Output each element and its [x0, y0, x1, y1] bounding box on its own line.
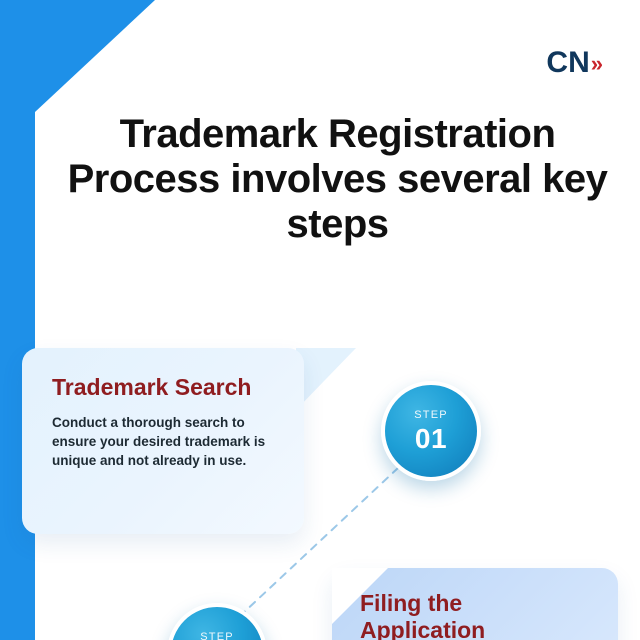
step-badge-1-label: STEP [414, 408, 448, 421]
step-card-2-title: Filing the Application [360, 590, 486, 640]
step-card-1-body: Conduct a thorough search to ensure your… [52, 415, 266, 469]
step-card-2: Filing the Application [332, 568, 618, 640]
step-badge-1: STEP 01 [381, 381, 481, 481]
left-blue-edge [0, 0, 35, 640]
step-card-1: Trademark Search Conduct a thorough sear… [22, 348, 304, 534]
brand-logo-text: CN [546, 46, 590, 79]
brand-logo: CN » [546, 46, 603, 79]
page-title: Trademark Registration Process involves … [67, 112, 608, 246]
step-badge-2-label: STEP [200, 630, 234, 640]
brand-logo-chevron-icon: » [590, 51, 603, 76]
step-badge-1-number: 01 [414, 422, 448, 454]
step-card-1-title: Trademark Search [52, 374, 252, 400]
